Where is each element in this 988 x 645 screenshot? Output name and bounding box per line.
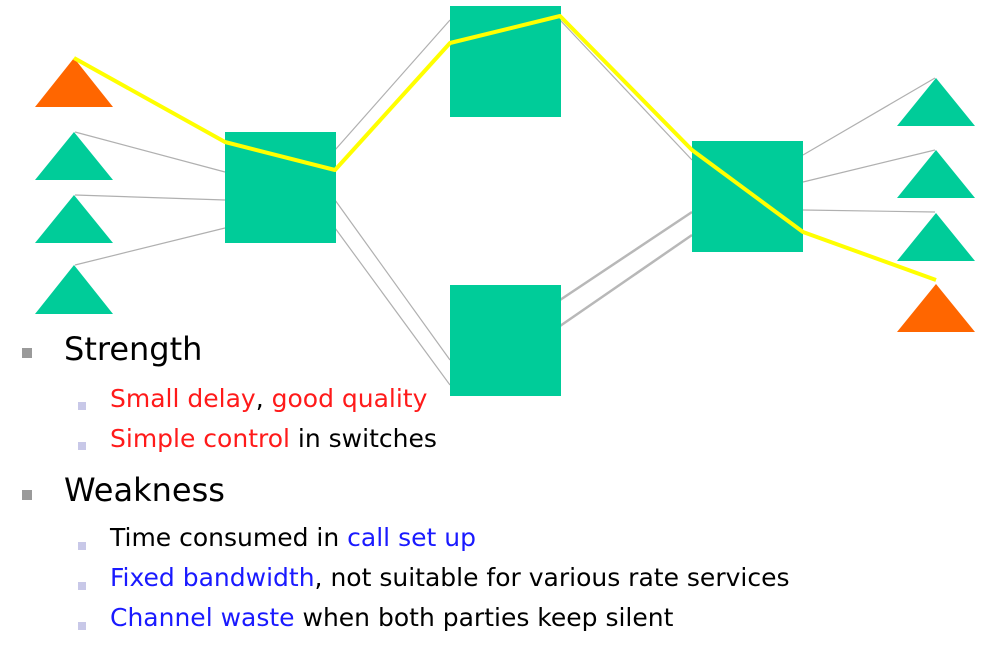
weakness-heading: Weakness — [64, 471, 225, 509]
highlight-text: Channel waste — [110, 603, 295, 632]
link — [74, 194, 226, 201]
link — [802, 149, 936, 183]
highlight-text: Simple control — [110, 424, 290, 453]
circuit-switching-diagram — [35, 6, 975, 396]
link — [74, 227, 226, 266]
switch-node-3 — [450, 285, 561, 396]
bullet-icon — [78, 582, 86, 590]
destination-terminal — [897, 284, 975, 332]
bullet-icon — [78, 442, 86, 450]
double-links — [559, 210, 693, 328]
strength-item-2: Simple control in switches — [110, 424, 437, 453]
link — [559, 210, 693, 302]
terminal — [897, 213, 975, 261]
network-links — [74, 19, 936, 386]
highlight-text: Small delay — [110, 384, 256, 413]
bullet-icon — [22, 490, 32, 500]
strength-item-1: Small delay, good quality — [110, 384, 427, 413]
highlight-text: good quality — [271, 384, 428, 413]
link — [334, 227, 451, 386]
weakness-item-1: Time consumed in call set up — [110, 523, 476, 552]
link — [74, 131, 226, 173]
terminal — [35, 132, 113, 180]
weakness-item-3: Channel waste when both parties keep sil… — [110, 603, 673, 632]
link — [334, 199, 451, 361]
weakness-heading-text: Weakness — [64, 471, 225, 509]
link — [334, 19, 451, 151]
switch-node-1 — [225, 132, 336, 243]
plain-text: when both parties keep silent — [294, 603, 674, 632]
plain-text: Time consumed in — [110, 523, 348, 552]
highlight-text: call set up — [347, 523, 476, 552]
plain-text: in switches — [289, 424, 437, 453]
bullet-icon — [78, 542, 86, 550]
switch-node-4 — [692, 141, 803, 252]
strength-heading-text: Strength — [64, 330, 203, 368]
link — [802, 209, 936, 213]
plain-text: , — [255, 384, 272, 413]
link — [802, 77, 936, 156]
terminal — [897, 150, 975, 198]
weakness-item-2: Fixed bandwidth, not suitable for variou… — [110, 563, 790, 592]
switch-node-2 — [450, 6, 561, 117]
bullet-icon — [78, 622, 86, 630]
highlight-text: Fixed bandwidth — [110, 563, 315, 592]
strength-heading: Strength — [64, 330, 202, 368]
terminal — [35, 195, 113, 243]
source-terminal — [35, 58, 113, 107]
link — [559, 19, 693, 161]
bullet-icon — [78, 402, 86, 410]
terminal — [897, 78, 975, 126]
circuit-path — [73, 14, 937, 282]
terminal — [35, 265, 113, 314]
link — [559, 233, 693, 328]
bullet-icon — [22, 348, 32, 358]
plain-text: , not suitable for various rate services — [314, 563, 790, 592]
